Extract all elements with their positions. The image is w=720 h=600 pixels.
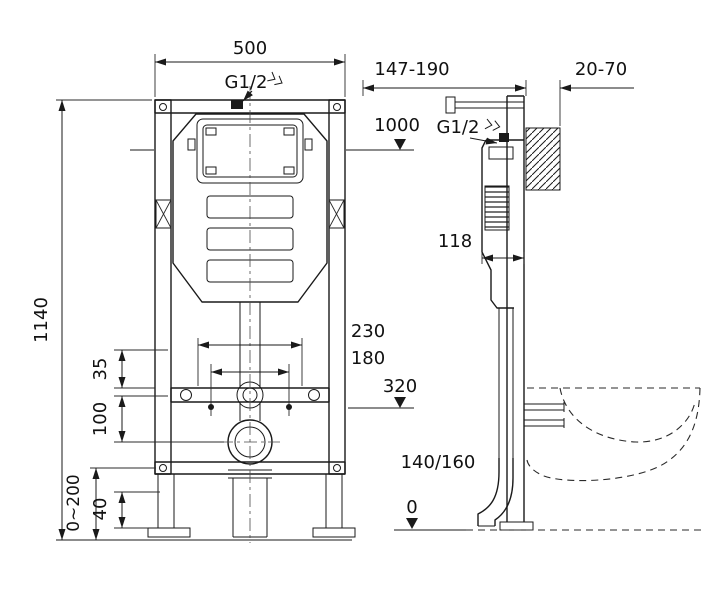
dim-1140-label: 1140 [31, 297, 52, 343]
side-view: 147-190 20-70 G1/2 118 140/160 0 [362, 59, 702, 531]
dim-147-190-label: 147-190 [374, 59, 449, 80]
water-supply-icon [267, 71, 283, 86]
cistern-tank [172, 100, 328, 303]
level-320-label: 320 [383, 376, 417, 397]
dim-40-label: 40 [90, 498, 111, 521]
side-dimensions: 147-190 20-70 G1/2 118 140/160 0 [362, 59, 634, 529]
wall-section [525, 127, 561, 191]
side-inlet-fitting [499, 133, 509, 142]
drain-elbow [477, 458, 514, 527]
dim-180-label: 180 [351, 348, 385, 369]
water-inlet-fitting [231, 100, 243, 109]
dim-118-label: 118 [438, 231, 472, 252]
wall-bracket-left [155, 199, 172, 229]
frame-profile [499, 95, 534, 531]
flush-pipe-side [498, 308, 514, 458]
inlet-g12-side-label: G1/2 [437, 117, 480, 138]
level-marker-icon [406, 518, 418, 529]
dim-35-label: 35 [90, 358, 111, 381]
water-supply-icon [484, 118, 501, 131]
dim-230-label: 230 [351, 321, 385, 342]
level-marker-icon [394, 397, 406, 408]
dim-140-160-label: 140/160 [401, 452, 476, 473]
level-0-label: 0 [406, 497, 417, 518]
dim-0-200-label: 0~200 [64, 474, 84, 532]
front-dimensions: 500 G1/2 1140 1000 230 180 [31, 38, 420, 540]
flush-valve-bellows [484, 185, 510, 231]
wall-fixing-rod [445, 96, 524, 114]
fixing-studs [524, 402, 565, 428]
level-marker-icon [394, 139, 406, 150]
dim-500-label: 500 [233, 38, 267, 59]
dim-20-70-label: 20-70 [575, 59, 627, 80]
inlet-g12-front-label: G1/2 [225, 72, 268, 93]
wall-bracket-right [328, 199, 345, 229]
cistern-profile [481, 133, 524, 309]
adjustable-legs [147, 474, 356, 538]
dim-100-label: 100 [90, 402, 111, 436]
level-1000-label: 1000 [374, 115, 420, 136]
front-view: 500 G1/2 1140 1000 230 180 [31, 38, 420, 543]
toilet-pan-outline [526, 387, 701, 482]
